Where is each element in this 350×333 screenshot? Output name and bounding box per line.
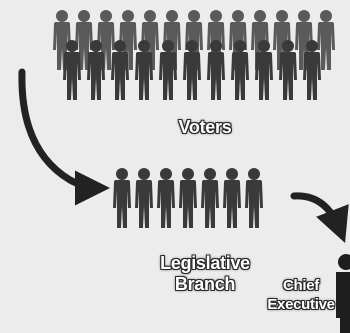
chief-label-line2: Executive (267, 296, 335, 313)
legislative-label-line1: Legislative (160, 253, 250, 273)
chief-executive-figure-icon (336, 254, 350, 333)
voters-to-legislative-arrow-icon (18, 68, 110, 206)
legislative-branch-label: Legislative Branch (140, 253, 270, 295)
legislative-figures (113, 168, 263, 228)
chief-executive-label: Chief Executive (256, 276, 346, 314)
chief-label-line1: Chief (282, 277, 319, 294)
legislative-to-executive-arrow-icon (290, 192, 349, 244)
voters-label: Voters (178, 117, 232, 137)
legislative-label-line2: Branch (174, 274, 236, 294)
